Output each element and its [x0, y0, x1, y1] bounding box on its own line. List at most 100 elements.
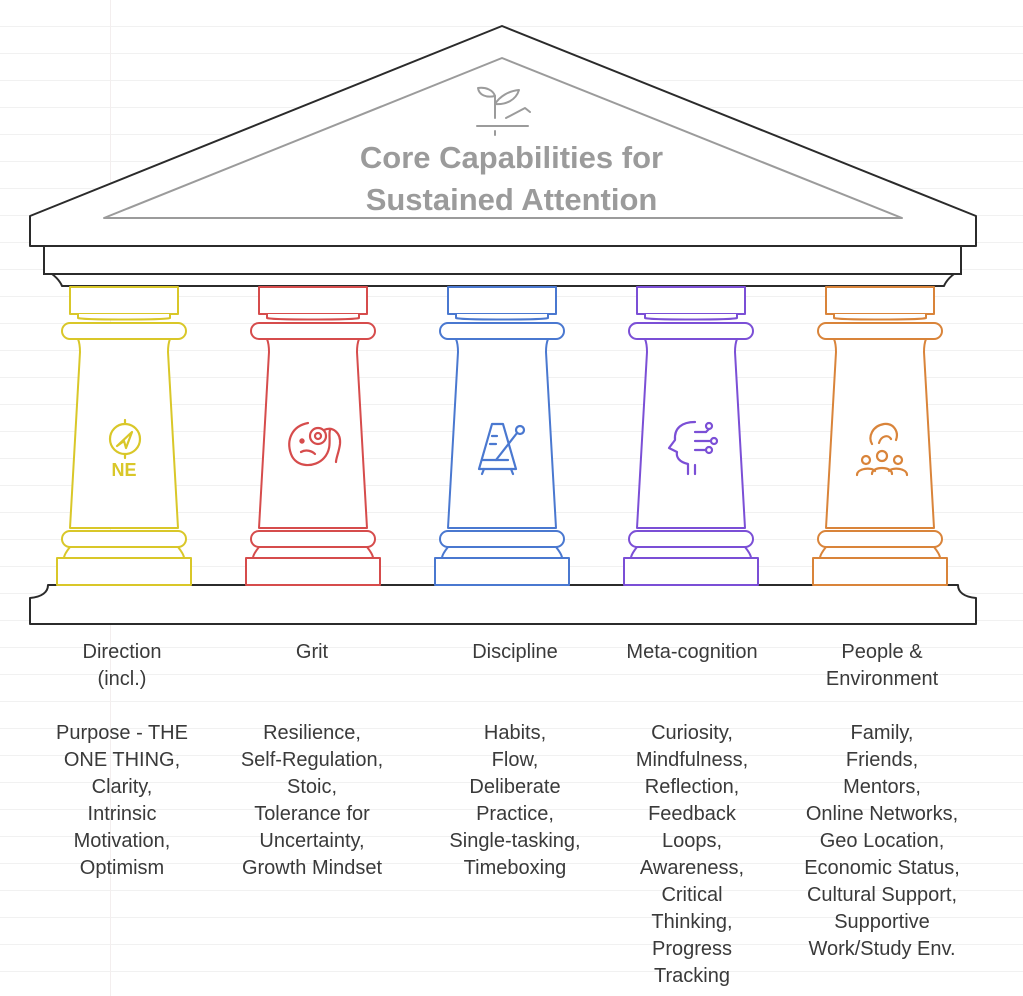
head-circuit-icon: [667, 420, 719, 476]
capability-name-line: Direction: [82, 641, 162, 663]
pillar-label-direction: Direction (incl.) Purpose - THE ONE THIN…: [22, 639, 222, 882]
pillar-neck: [77, 314, 171, 321]
pillar-plinth: [56, 557, 192, 586]
pillar-neck: [833, 314, 927, 321]
detail-line: Practice,: [476, 803, 554, 825]
pillar-label-discipline: Discipline Habits, Flow, Deliberate Prac…: [415, 639, 615, 882]
temple-roof: [29, 25, 977, 247]
pillar-shaft: [69, 338, 179, 529]
detail-line: Mentors,: [843, 776, 921, 798]
detail-line: Habits,: [483, 722, 547, 744]
capability-name-line: People &: [841, 641, 923, 663]
detail-line: Thinking,: [651, 911, 733, 933]
pillar-plinth: [812, 557, 948, 586]
detail-line: Reflection,: [644, 776, 740, 798]
detail-line: Resilience,: [263, 722, 361, 744]
pillar-people: [812, 286, 948, 586]
pillar-plinth: [623, 557, 759, 586]
pillar-capital: [636, 286, 746, 315]
detail-line: Flow,: [491, 749, 539, 771]
capability-name: Grit: [212, 639, 412, 693]
pillar-capital: [258, 286, 368, 315]
detail-line: Clarity,: [91, 776, 153, 798]
pillar-top-ring: [817, 322, 943, 340]
capability-details: Purpose - THE ONE THING, Clarity, Intrin…: [22, 720, 222, 882]
temple-base: [29, 584, 977, 625]
pillar-metacognition: [623, 286, 759, 586]
pediment-inner-triangle: [103, 57, 903, 219]
detail-line: Family,: [850, 722, 914, 744]
pillar-bottom-ring: [439, 530, 565, 548]
detail-line: Economic Status,: [804, 857, 960, 879]
pillar-plinth: [434, 557, 570, 586]
detail-line: Growth Mindset: [241, 857, 383, 879]
pillar-label-grit: Grit Resilience, Self-Regulation, Stoic,…: [212, 639, 412, 882]
pillar-foot-molding: [819, 546, 941, 559]
pillar-bottom-ring: [250, 530, 376, 548]
capability-name-spacer: [592, 666, 792, 693]
pillar-foot-molding: [441, 546, 563, 559]
pillar-bottom-ring: [628, 530, 754, 548]
detail-line: ONE THING,: [63, 749, 181, 771]
capability-name-line: Grit: [295, 641, 329, 663]
detail-line: Stoic,: [286, 776, 338, 798]
detail-line: Curiosity,: [651, 722, 733, 744]
detail-line: Progress: [651, 938, 733, 960]
capability-details: Family, Friends, Mentors, Online Network…: [782, 720, 982, 963]
detail-line: Awareness,: [639, 857, 745, 879]
pillar-top-ring: [439, 322, 565, 340]
face-magnifier-icon: [288, 421, 342, 467]
diagram-title-line-1: Core Capabilities for: [359, 140, 664, 175]
detail-line: Work/Study Env.: [808, 938, 956, 960]
diagram-title-line-2: Sustained Attention: [365, 182, 658, 217]
pillar-label-metacognition: Meta-cognition Curiosity, Mindfulness, R…: [592, 639, 792, 990]
capability-details: Curiosity, Mindfulness, Reflection, Feed…: [592, 720, 792, 990]
detail-line: Purpose - THE: [56, 722, 188, 744]
pillar-neck: [455, 314, 549, 321]
capability-details: Resilience, Self-Regulation, Stoic, Tole…: [212, 720, 412, 882]
pillar-neck: [644, 314, 738, 321]
pillar-shaft: [825, 338, 935, 529]
entablature: [43, 245, 962, 275]
detail-line: Cultural Support,: [806, 884, 958, 906]
sprout-icon: [476, 86, 531, 136]
capability-name-line: (incl.): [97, 668, 147, 690]
pillar-discipline: [434, 286, 570, 586]
people-group-icon: [855, 422, 909, 477]
pillars: [56, 286, 948, 586]
detail-line: Deliberate: [469, 776, 561, 798]
detail-line: Single-tasking,: [449, 830, 581, 852]
pillar-direction: [56, 286, 192, 586]
detail-line: Tolerance for: [254, 803, 370, 825]
detail-line: Optimism: [79, 857, 165, 879]
detail-line: Geo Location,: [819, 830, 945, 852]
pillar-top-ring: [61, 322, 187, 340]
detail-line: Timeboxing: [463, 857, 567, 879]
pillar-foot-molding: [63, 546, 185, 559]
pillar-neck: [266, 314, 360, 321]
pillar-top-ring: [628, 322, 754, 340]
detail-line: Tracking: [654, 965, 730, 987]
detail-line: Mindfulness,: [635, 749, 749, 771]
pillar-plinth: [245, 557, 381, 586]
pillar-label-people: People & Environment Family, Friends, Me…: [782, 639, 982, 963]
capability-details: Habits, Flow, Deliberate Practice, Singl…: [415, 720, 615, 882]
capability-name: People & Environment: [782, 639, 982, 693]
detail-line: Uncertainty,: [259, 830, 365, 852]
detail-line: Critical: [661, 884, 723, 906]
capability-name: Direction (incl.): [22, 639, 222, 693]
pillar-capital: [447, 286, 557, 315]
pillar-capital: [825, 286, 935, 315]
pillar-top-ring: [250, 322, 376, 340]
pillar-foot-molding: [630, 546, 752, 559]
capability-name: Discipline: [415, 639, 615, 693]
detail-line: Friends,: [845, 749, 919, 771]
detail-line: Intrinsic: [87, 803, 157, 825]
entablature-molding: [51, 273, 955, 287]
capability-name-line: Environment: [825, 668, 939, 690]
detail-line: Self-Regulation,: [240, 749, 384, 771]
capability-name: Meta-cognition: [592, 639, 792, 693]
metronome-icon: [477, 422, 526, 476]
detail-line: Online Networks,: [805, 803, 959, 825]
